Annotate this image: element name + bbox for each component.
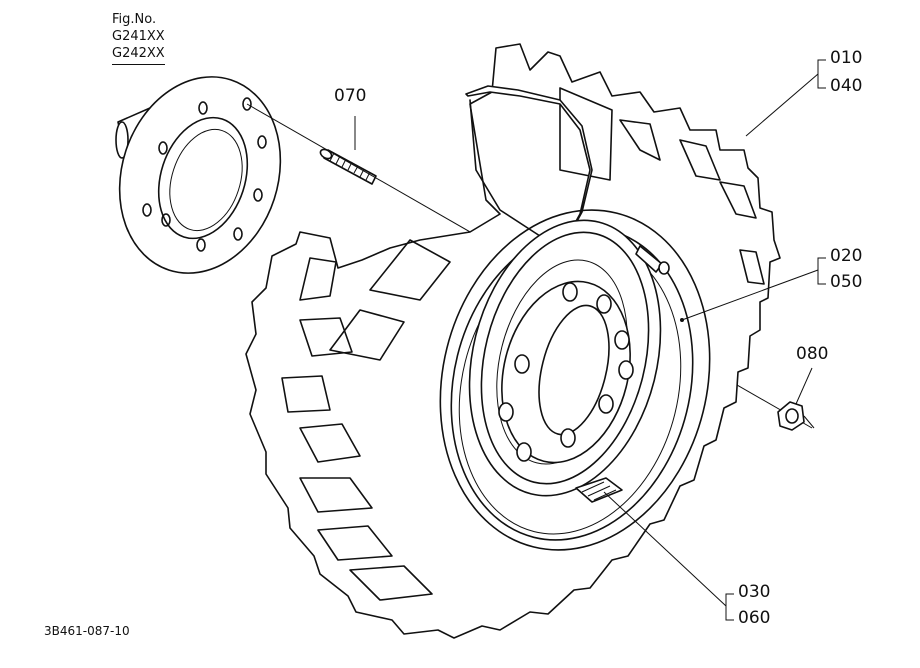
fig-number-1: G241XX [112,28,165,44]
callout-040: 040 [830,76,863,96]
callout-070: 070 [334,86,367,106]
wheel-nut-080 [777,401,815,431]
fig-no-block: Fig.No. G241XX G242XX [112,12,165,65]
callout-030: 030 [738,582,771,602]
callout-020: 020 [830,246,863,266]
fig-no-label: Fig.No. [112,12,157,27]
fig-number-2: G242XX [112,46,165,65]
callout-060: 060 [738,608,771,628]
drawing-code: 3B461-087-10 [44,624,130,638]
hub-flange [115,76,282,274]
callout-010: 010 [830,48,863,68]
wheel-stud-070 [319,116,377,185]
leader-lines [603,59,826,621]
callout-080: 080 [796,344,829,364]
callout-050: 050 [830,272,863,292]
wheel-rim [468,219,684,503]
